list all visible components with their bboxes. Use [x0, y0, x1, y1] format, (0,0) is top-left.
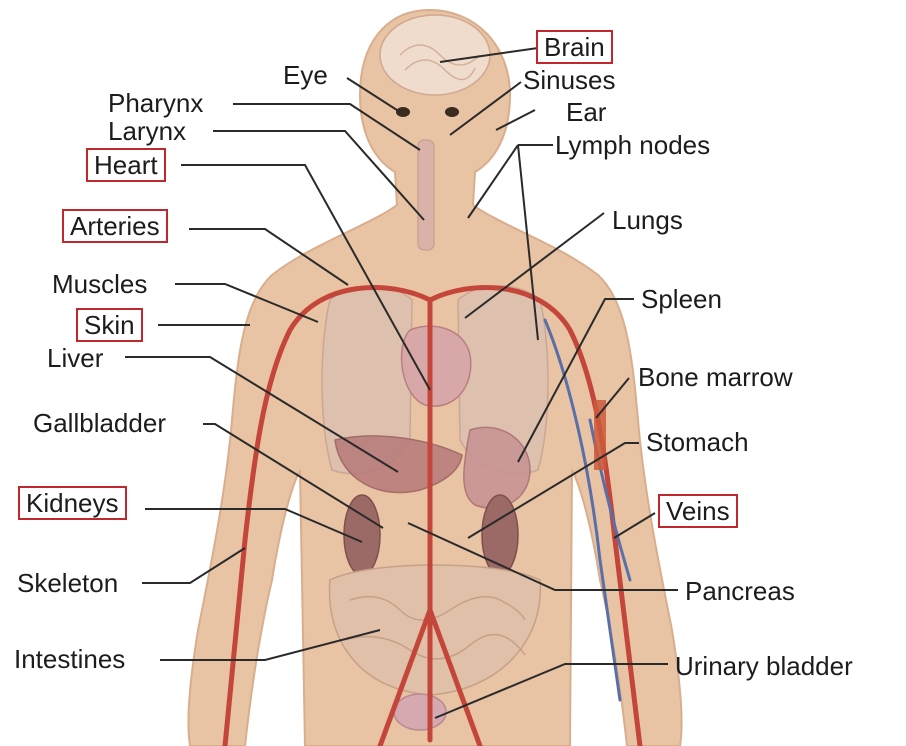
trachea-shape	[418, 140, 434, 250]
label-lungs: Lungs	[612, 205, 683, 235]
label-brain: Brain	[536, 30, 613, 64]
label-stomach: Stomach	[646, 427, 749, 457]
kidney-right-shape	[482, 495, 518, 575]
label-pharynx: Pharynx	[108, 88, 203, 118]
label-larynx: Larynx	[108, 116, 186, 146]
label-muscles: Muscles	[52, 269, 147, 299]
label-intestines: Intestines	[14, 644, 125, 674]
brain-shape	[380, 15, 490, 95]
label-eye: Eye	[283, 60, 328, 90]
label-kidneys: Kidneys	[18, 486, 127, 520]
label-sinuses: Sinuses	[523, 65, 616, 95]
label-heart: Heart	[86, 148, 166, 182]
eye-shape-right	[445, 107, 459, 117]
label-ear: Ear	[566, 97, 606, 127]
label-liver: Liver	[47, 343, 103, 373]
label-urinary-bladder: Urinary bladder	[675, 651, 853, 681]
label-skin: Skin	[76, 308, 143, 342]
label-bone-marrow: Bone marrow	[638, 362, 793, 392]
label-lymph-nodes: Lymph nodes	[555, 130, 710, 160]
label-veins: Veins	[658, 494, 738, 528]
heart-shape	[402, 326, 471, 406]
label-spleen: Spleen	[641, 284, 722, 314]
label-pancreas: Pancreas	[685, 576, 795, 606]
eye-shape-left	[396, 107, 410, 117]
label-skeleton: Skeleton	[17, 568, 118, 598]
label-arteries: Arteries	[62, 209, 168, 243]
label-gallbladder: Gallbladder	[33, 408, 166, 438]
bladder-shape	[394, 694, 446, 730]
